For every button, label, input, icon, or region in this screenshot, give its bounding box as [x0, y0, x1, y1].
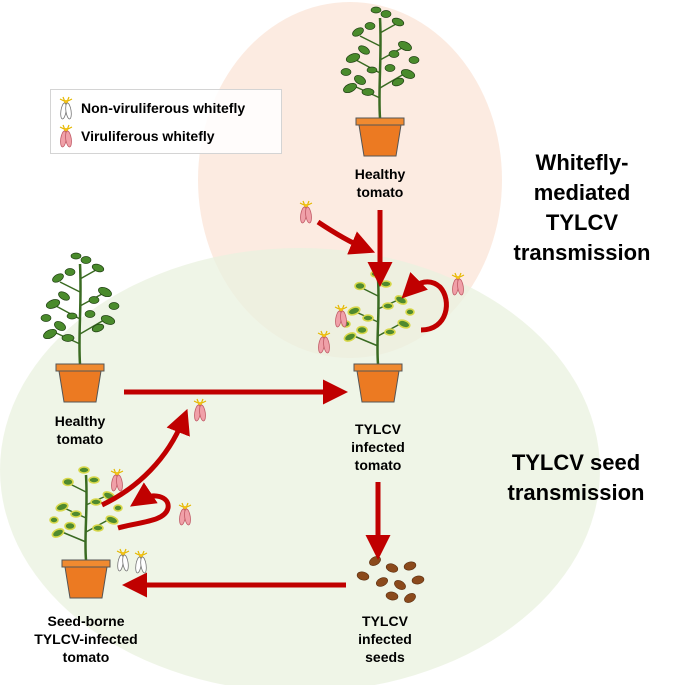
seed-transmission-title: TYLCV seed transmission	[507, 450, 645, 505]
legend-item-non-viruliferous: Non-viruliferous whitefly	[59, 96, 245, 120]
healthy-tomato-top-label: Healthy tomato	[354, 166, 406, 200]
seed-transmission-region	[0, 248, 600, 685]
infected-tomato-label: TYLCV infected tomato	[351, 421, 405, 473]
infected-cycle-arrow	[401, 271, 449, 333]
seedborne-to-healthy-arrow	[100, 408, 190, 508]
whitefly-to-plant-arrow	[316, 219, 376, 255]
pink-whitefly-icon	[59, 124, 73, 148]
legend: Non-viruliferous whitefly Viruliferous w…	[50, 89, 282, 154]
infected-seeds-label: TYLCV infected seeds	[358, 613, 412, 665]
infected-seeds	[356, 556, 425, 603]
legend-label: Non-viruliferous whitefly	[81, 100, 246, 116]
white-whitefly-icon	[59, 96, 73, 120]
healthy-tomato-left-label: Healthy tomato	[54, 413, 106, 447]
legend-item-viruliferous: Viruliferous whitefly	[59, 124, 215, 148]
seed-borne-tomato-label: Seed-borne TYLCV-infected tomato	[34, 613, 138, 665]
seedborne-cycle-arrow	[117, 482, 171, 531]
whitefly-transmission-title: Whitefly-mediated TYLCV transmission	[513, 150, 651, 265]
legend-label: Viruliferous whitefly	[81, 128, 215, 144]
